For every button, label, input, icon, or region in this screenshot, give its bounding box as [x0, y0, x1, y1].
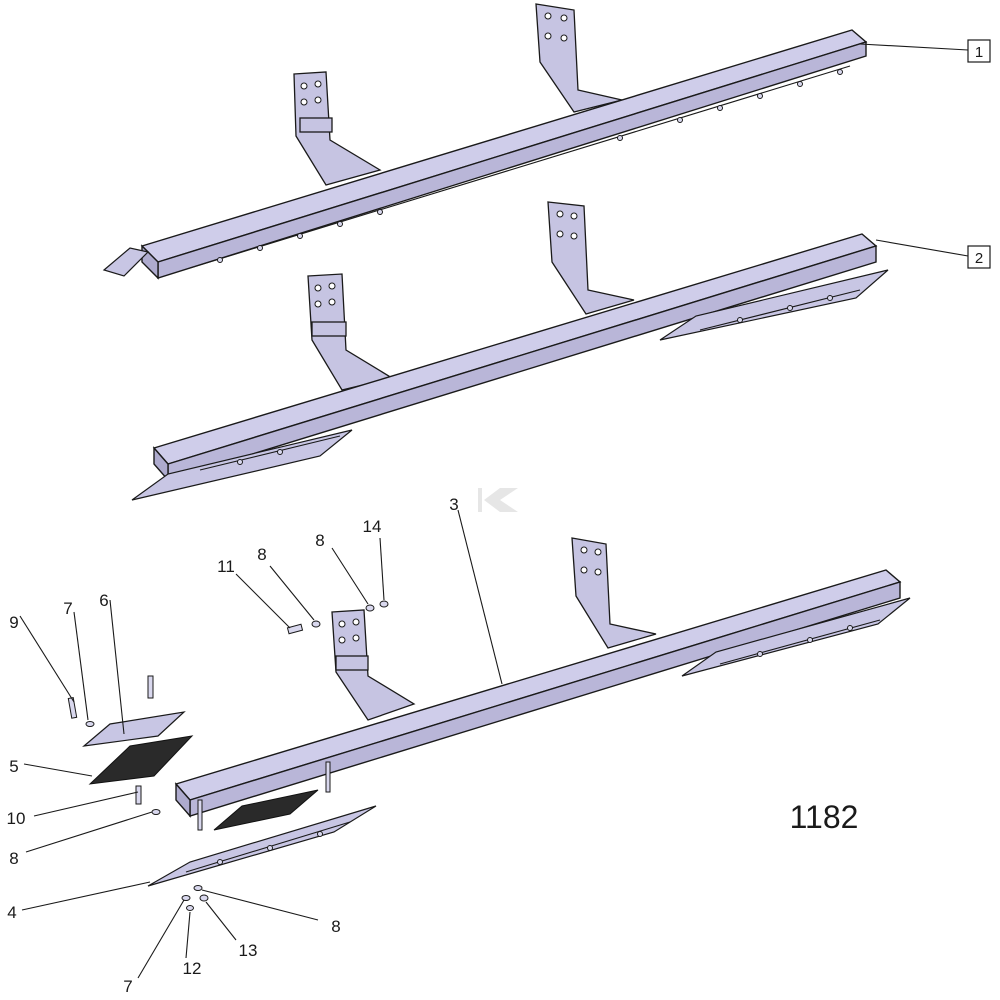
part-13-nut [199, 894, 209, 902]
callout-8-upper: 8 [315, 531, 324, 550]
callout-7-bottom: 7 [123, 977, 132, 996]
callout-13: 13 [239, 941, 258, 960]
callout-6: 6 [99, 591, 108, 610]
callout-5: 5 [9, 757, 18, 776]
callout-8-bottom: 8 [331, 917, 340, 936]
assembly-tag-1: 1 [967, 39, 991, 63]
leader-lines [19, 43, 969, 979]
assembly-2-bracket-right [547, 201, 635, 315]
drawing-number: 1182 [790, 799, 859, 835]
callout-3: 3 [449, 495, 458, 514]
assembly-1-bracket-left [293, 71, 382, 186]
assembly-3-beam [174, 537, 911, 831]
callout-11: 11 [217, 557, 235, 576]
assembly-3-bracket-right [571, 537, 657, 649]
part-5-rubber-pad [88, 735, 194, 785]
assembly-2-bracket-left [307, 273, 394, 391]
callout-10: 10 [7, 809, 26, 828]
part-9-bolt [67, 697, 78, 719]
part-14-nut [379, 600, 389, 608]
callout-8-left: 8 [9, 849, 18, 868]
part-8-nut [151, 604, 375, 891]
callout-8-mid: 8 [257, 545, 266, 564]
assembly-1-beam [102, 3, 868, 280]
part-10-bolt [135, 675, 154, 805]
callout-4: 4 [7, 903, 16, 922]
callout-9: 9 [9, 613, 18, 632]
part-12-nut [186, 905, 194, 911]
assembly-3-bracket-left [331, 609, 416, 721]
callout-12: 12 [183, 959, 202, 978]
callout-14: 14 [363, 517, 382, 536]
assembly-2-beam [131, 201, 889, 501]
assembly-tag-2-label: 2 [975, 250, 983, 267]
assembly-1-bracket-right [535, 3, 623, 113]
callout-7-top: 7 [63, 599, 72, 618]
part-4-base-plate [147, 805, 377, 887]
part-11-bolt [286, 623, 304, 635]
assembly-tag-1-label: 1 [975, 44, 983, 61]
assembly-tag-2: 2 [967, 245, 991, 269]
watermark-logo [478, 488, 518, 512]
part-6-cover-plate [82, 711, 186, 747]
part-7-washer [85, 721, 191, 901]
assembly-1-bolt-row [189, 65, 851, 269]
